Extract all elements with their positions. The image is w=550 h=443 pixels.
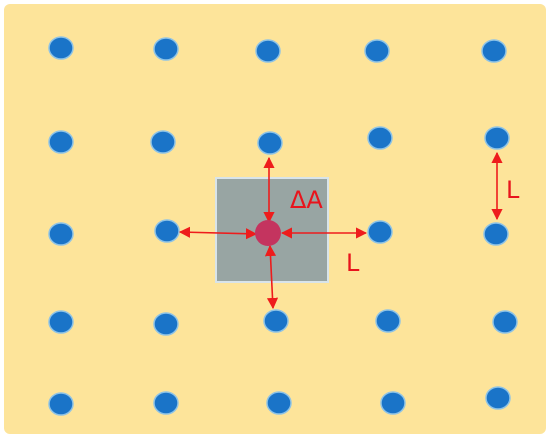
lattice-dot (255, 39, 281, 63)
lattice-dot (48, 310, 74, 334)
lattice-dot (48, 36, 74, 60)
lattice-dot (257, 131, 283, 155)
lattice-dots (48, 36, 518, 416)
center-particle (255, 220, 281, 246)
lattice-dot (154, 219, 180, 243)
lattice-dot (483, 222, 509, 246)
area-label: ΔA (290, 186, 323, 214)
lattice-dot (485, 386, 511, 410)
lattice-dot (367, 126, 393, 150)
lattice-dot (153, 391, 179, 415)
lattice-dot (153, 312, 179, 336)
lattice-dot (380, 391, 406, 415)
lattice-dot (484, 126, 510, 150)
lattice-dot (48, 222, 74, 246)
lattice-dot (375, 309, 401, 333)
lattice-dot (150, 130, 176, 154)
arrow-down (264, 244, 279, 310)
lattice-dot (364, 39, 390, 63)
lattice-dot (263, 309, 289, 333)
horizontal-spacing-label: L (346, 249, 360, 277)
spacing-arrows (178, 151, 503, 310)
lattice-dot (153, 37, 179, 61)
lattice-dot (481, 39, 507, 63)
lattice-dot (492, 310, 518, 334)
lattice-dot (367, 220, 393, 244)
vertical-spacing-label: L (506, 176, 520, 204)
lattice-dot (48, 392, 74, 416)
arrow-left (178, 226, 258, 240)
lattice-dot (266, 391, 292, 415)
lattice-dot (48, 130, 74, 154)
